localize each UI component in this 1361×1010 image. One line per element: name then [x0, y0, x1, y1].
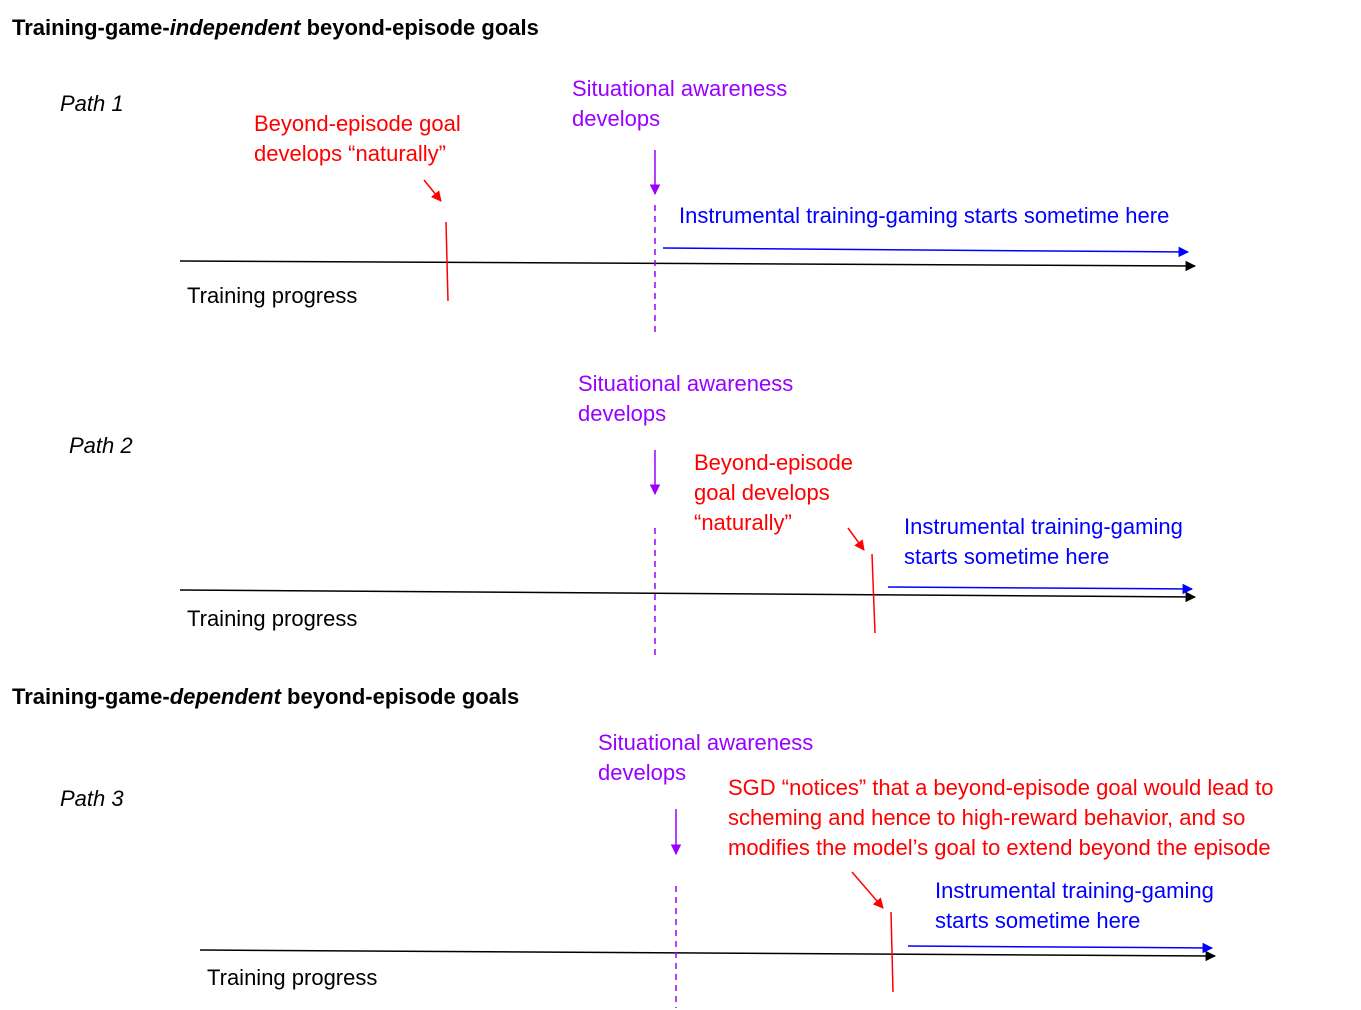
path-3-axis-label: Training progress — [207, 965, 378, 990]
section-heading-dependent: Training-game-dependent beyond-episode g… — [12, 683, 519, 711]
path-3-label: Path 3 — [60, 786, 124, 811]
path-1-situational-awareness-label: Situational awareness develops — [572, 76, 788, 131]
path-1-timeline-arrow — [179, 260, 1197, 272]
path-3-goal-pointer-arrow — [851, 871, 884, 909]
path-1-axis-label: Training progress — [187, 283, 358, 308]
section-heading-independent: Training-game-independent beyond-episode… — [12, 14, 539, 42]
path-2-instrumental-arrow — [887, 583, 1194, 595]
path-1-label: Path 1 — [60, 91, 124, 116]
path-3-timeline-arrow — [199, 949, 1217, 962]
heading-emphasis: independent — [169, 15, 301, 40]
path-3-goal-tick — [890, 911, 894, 993]
path-1-instrumental-label: Instrumental training-gaming starts some… — [679, 203, 1170, 228]
path-2-axis-label: Training progress — [187, 606, 358, 631]
path-3-goal-label: SGD “notices” that a beyond-episode goal… — [728, 775, 1274, 860]
path-2-goal-label: Beyond-episode goal develops “naturally” — [694, 450, 854, 535]
path-2-timeline-arrow — [179, 589, 1197, 603]
path-3-instrumental-arrow — [907, 942, 1214, 954]
path-1-goal-pointer-arrow — [423, 179, 442, 202]
heading-emphasis: dependent — [169, 684, 281, 709]
path-2-label: Path 2 — [69, 433, 133, 458]
heading-suffix: beyond-episode goals — [280, 684, 520, 709]
path-2-instrumental-label: Instrumental training-gaming starts some… — [904, 514, 1183, 569]
heading-suffix: beyond-episode goals — [300, 15, 539, 40]
path-2-goal-tick — [871, 553, 876, 634]
heading-prefix: Training-game- — [12, 15, 170, 40]
path-2-goal-pointer-arrow — [847, 527, 865, 551]
path-1-goal-tick — [445, 221, 449, 302]
heading-prefix: Training-game- — [12, 684, 170, 709]
path-3-instrumental-label: Instrumental training-gaming starts some… — [935, 878, 1214, 933]
path-3-situational-awareness-label: Situational awareness develops — [598, 730, 814, 785]
path-1-instrumental-arrow — [662, 246, 1190, 258]
path-2-situational-awareness-label: Situational awareness develops — [578, 371, 794, 426]
path-1-goal-label: Beyond-episode goal develops “naturally” — [254, 111, 461, 166]
